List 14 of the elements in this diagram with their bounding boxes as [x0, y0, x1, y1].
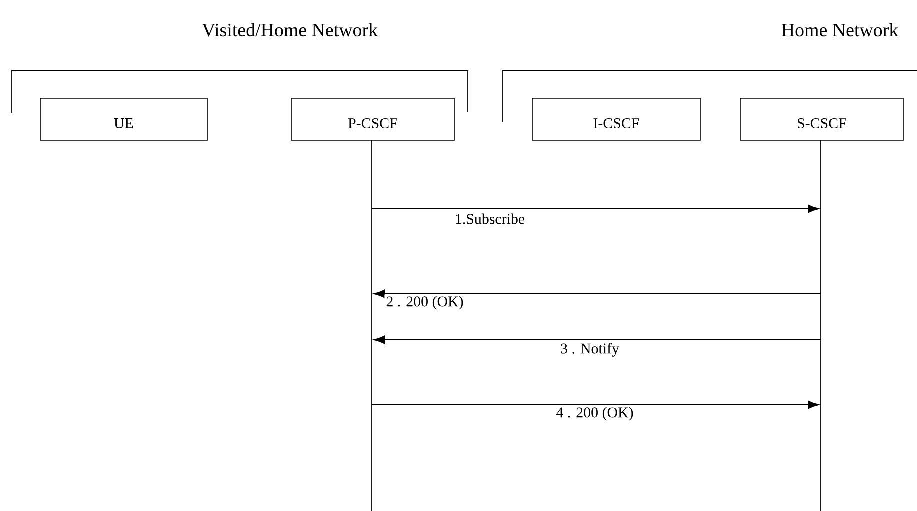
participant-box: P-CSCF — [291, 98, 455, 141]
message-label: 1.Subscribe — [453, 212, 527, 226]
network-heading: Visited/Home Network — [202, 23, 378, 37]
network-heading: Home Network — [782, 23, 899, 37]
message-label: 2 . 200 (OK) — [384, 294, 466, 312]
message-arrow — [374, 290, 822, 298]
participant-box: S-CSCF — [740, 98, 904, 141]
message-arrow — [374, 336, 822, 344]
message-label: 4 . 200 (OK) — [554, 406, 636, 422]
message-arrow — [372, 400, 820, 410]
message-label: 3 . Notify — [559, 342, 621, 358]
participant-box: UE — [40, 98, 208, 141]
participant-box: I-CSCF — [532, 98, 701, 141]
message-arrow — [372, 204, 820, 214]
